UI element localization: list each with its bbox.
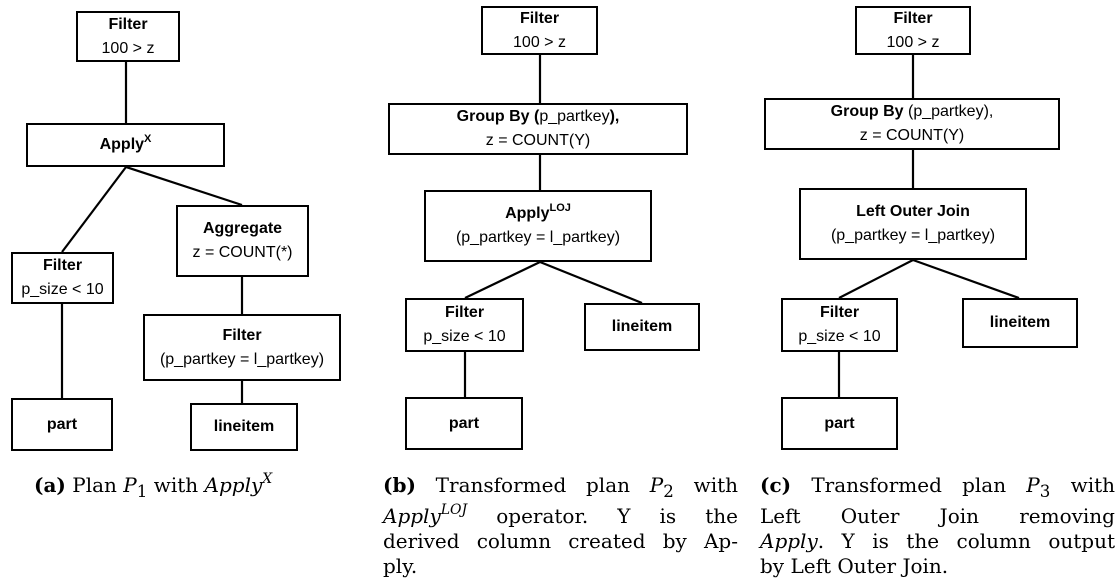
node-title: Group By (p_partkey),: [456, 108, 620, 125]
node-condition: (p_partkey = l_partkey): [159, 350, 325, 368]
node-condition: p_size < 10: [798, 328, 881, 345]
edge-c-loj-filter: [838, 259, 914, 299]
a-part-node: part: [11, 398, 113, 451]
b-part-node: part: [405, 397, 523, 450]
caption-a: (a) Plan P1 with ApplyX: [34, 471, 273, 501]
node-title: Filter: [42, 257, 83, 274]
node-title: Filter: [108, 15, 148, 33]
node-condition: (p_partkey = l_partkey): [455, 229, 621, 246]
edge-a-apply-aggregate: [125, 165, 243, 207]
node-title: ApplyX: [99, 133, 152, 154]
node-title: Left Outer Join: [856, 203, 970, 220]
node-title: part: [824, 414, 855, 432]
a-top-filter-node: Filter 100 > z: [76, 11, 180, 62]
node-superscript: LOJ: [549, 202, 571, 214]
node-title: part: [448, 414, 480, 432]
a-apply-node: ApplyX: [26, 123, 225, 167]
node-title: part: [46, 415, 78, 433]
caption-c-line-4: by Left Outer Join.: [760, 554, 949, 578]
b-lineitem-node: lineitem: [584, 303, 700, 351]
c-filter-node: Filter p_size < 10: [781, 298, 898, 352]
c-loj-node: Left Outer Join (p_partkey = l_partkey): [799, 188, 1027, 260]
node-title: lineitem: [213, 418, 275, 435]
caption-c-line-1: (c) Transformed plan P3 with: [760, 473, 1116, 501]
node-title: Filter: [893, 9, 933, 27]
node-title: Group By (p_partkey),: [830, 103, 994, 120]
caption-c: (c) Transformed plan P3 with Left Outer …: [760, 473, 1115, 579]
a-lineitem-node: lineitem: [190, 403, 298, 451]
c-lineitem-node: lineitem: [962, 298, 1078, 348]
a-filter-psize-node: Filter p_size < 10: [11, 252, 114, 304]
caption-b-line-3: derived column created by Ap-: [383, 529, 738, 553]
node-condition: 100 > z: [101, 39, 155, 57]
caption-b-line-2: ApplyLOJ operator. Y is the: [383, 502, 739, 528]
node-title: Filter: [444, 304, 485, 321]
node-title: Aggregate: [202, 220, 283, 237]
b-top-filter-node: Filter 100 > z: [481, 6, 598, 55]
node-title: Filter: [222, 326, 262, 344]
b-groupby-node: Group By (p_partkey), z = COUNT(Y): [388, 103, 688, 155]
b-apply-loj-node: ApplyLOJ (p_partkey = l_partkey): [424, 190, 652, 262]
node-expression: z = COUNT(Y): [485, 132, 591, 149]
c-top-filter-node: Filter 100 > z: [855, 6, 971, 55]
caption-b-line-4: ply.: [383, 554, 418, 578]
node-condition: (p_partkey = l_partkey): [830, 227, 996, 244]
node-superscript: X: [144, 133, 152, 145]
edge-a-apply-filter: [61, 166, 127, 253]
node-title: Filter: [819, 304, 860, 321]
a-filter-partkey-node: Filter (p_partkey = l_partkey): [143, 314, 341, 381]
node-title: ApplyLOJ: [505, 202, 571, 223]
edge-b-apply-filter: [464, 261, 541, 299]
b-filter-node: Filter p_size < 10: [405, 298, 524, 352]
a-aggregate-node: Aggregate z = COUNT(*): [176, 205, 309, 277]
caption-b: (b) Transformed plan P2 with ApplyLOJ op…: [383, 473, 738, 579]
edge-c-loj-lineitem: [912, 258, 1020, 300]
node-title: Filter: [519, 9, 560, 27]
node-expression: z = COUNT(*): [192, 244, 293, 261]
node-title: lineitem: [989, 314, 1051, 331]
node-expression: z = COUNT(Y): [859, 127, 965, 144]
c-part-node: part: [781, 397, 898, 450]
node-condition: p_size < 10: [423, 328, 506, 345]
edge-b-apply-lineitem: [539, 260, 643, 305]
node-condition: 100 > z: [886, 33, 940, 51]
caption-c-line-3: Apply. Y is the column output: [760, 529, 1115, 553]
caption-b-line-1: (b) Transformed plan P2 with: [383, 473, 739, 501]
c-groupby-node: Group By (p_partkey), z = COUNT(Y): [764, 98, 1060, 150]
caption-c-line-2: Left Outer Join removing: [760, 504, 1115, 528]
node-condition: p_size < 10: [21, 281, 104, 298]
node-condition: 100 > z: [513, 33, 566, 51]
node-title: lineitem: [611, 318, 673, 335]
